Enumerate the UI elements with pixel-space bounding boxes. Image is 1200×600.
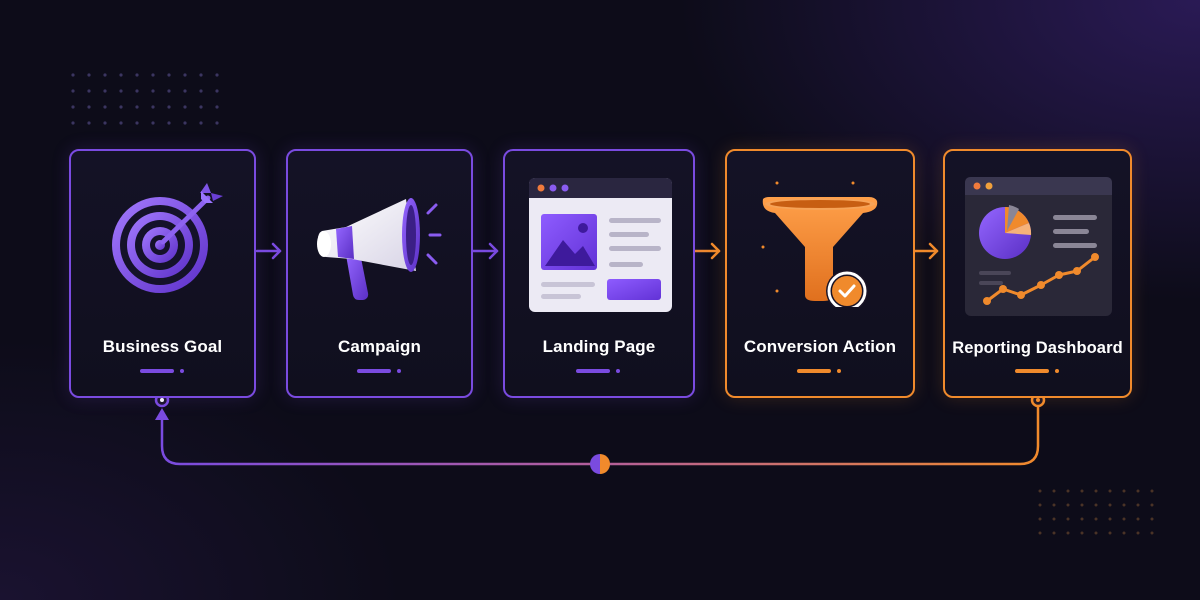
target-icon [105, 179, 225, 299]
megaphone-icon [316, 193, 446, 303]
step-indicator [576, 369, 622, 373]
step-label: Landing Page [542, 337, 656, 356]
step-card-landing-page: Landing Page [503, 149, 695, 398]
arrow-2 [471, 242, 499, 260]
landing-page-icon [529, 178, 673, 312]
loop-midpoint-node [590, 454, 610, 474]
arrow-4 [913, 242, 939, 260]
dashboard-chart-icon [965, 177, 1113, 317]
step-card-reporting-dashboard: Reporting Dashboard [943, 149, 1132, 398]
step-indicator [139, 369, 186, 373]
loop-arrowhead [155, 408, 169, 420]
step-indicator [356, 369, 403, 373]
step-label: Reporting Dashboard [952, 339, 1123, 357]
step-card-conversion-action: Conversion Action [725, 149, 915, 398]
step-label: Conversion Action [743, 337, 897, 356]
step-indicator [1014, 369, 1061, 373]
step-label: Business Goal [102, 337, 223, 356]
step-label: Campaign [338, 337, 421, 356]
funnel-check-icon [757, 177, 887, 307]
arrow-1 [255, 242, 282, 260]
step-card-business-goal: Business Goal [69, 149, 256, 398]
step-card-campaign: Campaign [286, 149, 473, 398]
arrow-3 [693, 242, 721, 260]
step-indicator [797, 369, 843, 373]
